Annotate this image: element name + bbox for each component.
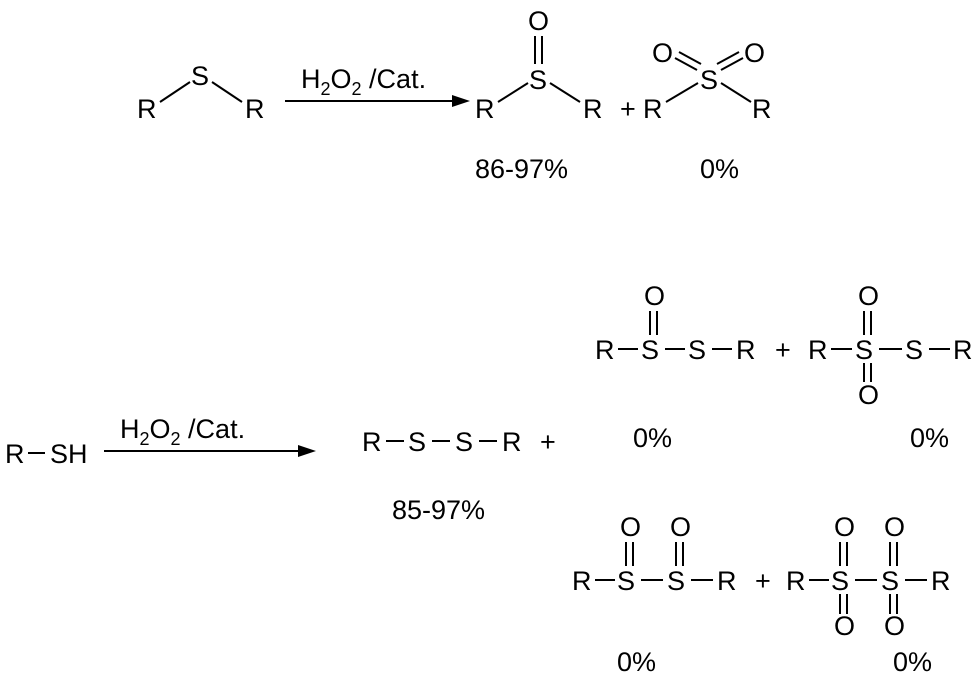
sulfone-o-left: O <box>652 38 673 68</box>
thiosulfonate-r-right: R <box>953 335 973 365</box>
sulfone-structure: O O S R R 0% <box>643 38 772 184</box>
sulfone-r-right: R <box>752 94 772 124</box>
disulfone-o2-bottom: O <box>884 611 905 641</box>
thiosulfonate-structure: O R S S R O 0% <box>808 281 973 453</box>
sulfone-s: S <box>700 65 718 95</box>
sulfoxide-r-right: R <box>583 94 603 124</box>
disulfone-s1: S <box>831 566 849 596</box>
thiosulfinate-r-right: R <box>736 335 756 365</box>
sulfone-r-left: R <box>643 94 663 124</box>
bond <box>211 81 243 103</box>
thiosulfonate-o-bottom: O <box>858 380 879 410</box>
bis-sulfoxide-r-left: R <box>572 566 592 596</box>
arrow-head <box>452 95 470 107</box>
sulfide-s: S <box>191 61 209 91</box>
disulfone-r-right: R <box>931 566 951 596</box>
bis-sulfoxide-o2: O <box>670 512 691 542</box>
reagent-label: H2O2 /Cat. <box>120 414 245 449</box>
thiol-structure: R SH <box>5 439 88 469</box>
thiol-r: R <box>5 439 25 469</box>
disulfide-s2: S <box>455 427 473 457</box>
bond <box>497 82 529 103</box>
double-bond <box>674 57 698 71</box>
reagent-label: H2O2 /Cat. <box>301 64 426 99</box>
thiosulfinate-s2: S <box>688 335 706 365</box>
disulfone-s2: S <box>881 566 899 596</box>
reaction-2-conditions: H2O2 /Cat. <box>104 414 316 457</box>
sulfone-o-right: O <box>744 38 765 68</box>
thiosulfinate-r-left: R <box>595 335 615 365</box>
sulfide-r-right: R <box>245 94 265 124</box>
double-bond <box>678 51 702 65</box>
bond <box>720 82 752 103</box>
disulfone-o1-bottom: O <box>834 611 855 641</box>
thiosulfinate-yield: 0% <box>633 423 672 453</box>
bis-sulfoxide-structure: O O R S S R 0% <box>572 512 737 677</box>
reaction-1: R S R H2O2 /Cat. O S R R 86-97% + O <box>137 6 772 184</box>
disulfide-s1: S <box>408 427 426 457</box>
reaction-1-conditions: H2O2 /Cat. <box>285 64 470 107</box>
sulfoxide-r-left: R <box>475 94 495 124</box>
thiosulfonate-s1: S <box>855 335 873 365</box>
sulfoxide-o: O <box>528 6 549 36</box>
thiosulfinate-o: O <box>644 281 665 311</box>
bond <box>665 82 699 103</box>
disulfone-r-left: R <box>786 566 806 596</box>
plus-sign: + <box>540 427 556 457</box>
arrow-head <box>298 445 316 457</box>
plus-sign: + <box>755 566 771 596</box>
double-bond <box>716 51 740 65</box>
bis-sulfoxide-s2: S <box>667 566 685 596</box>
bis-sulfoxide-o1: O <box>620 512 641 542</box>
bond <box>159 81 191 103</box>
bis-sulfoxide-r-right: R <box>717 566 737 596</box>
sulfoxide-structure: O S R R 86-97% <box>475 6 603 184</box>
thiosulfonate-r-left: R <box>808 335 828 365</box>
reaction-2: R SH H2O2 /Cat. R S S R 85-97% + O R <box>5 281 973 677</box>
bis-sulfoxide-yield: 0% <box>617 647 656 677</box>
sulfide-structure: R S R <box>137 61 265 124</box>
plus-sign: + <box>620 94 636 124</box>
sulfoxide-s: S <box>529 65 547 95</box>
plus-sign: + <box>775 335 791 365</box>
sulfone-yield: 0% <box>700 154 739 184</box>
sulfide-r-left: R <box>137 94 157 124</box>
thiosulfonate-yield: 0% <box>910 423 949 453</box>
thiosulfinate-structure: O R S S R 0% <box>595 281 756 453</box>
sulfoxide-yield: 86-97% <box>475 154 568 184</box>
disulfide-r-left: R <box>362 427 382 457</box>
thiosulfonate-o-top: O <box>858 281 879 311</box>
thiol-sh: SH <box>50 439 88 469</box>
disulfide-structure: R S S R 85-97% <box>362 427 522 525</box>
bond <box>549 82 581 103</box>
disulfide-yield: 85-97% <box>392 495 485 525</box>
disulfone-o2-top: O <box>884 512 905 542</box>
thiosulfonate-s2: S <box>905 335 923 365</box>
double-bond <box>720 57 744 71</box>
disulfone-structure: O O R S S R O O 0% <box>786 512 951 677</box>
disulfone-yield: 0% <box>893 647 932 677</box>
thiosulfinate-s1: S <box>641 335 659 365</box>
disulfone-o1-top: O <box>834 512 855 542</box>
disulfide-r-right: R <box>502 427 522 457</box>
bis-sulfoxide-s1: S <box>617 566 635 596</box>
